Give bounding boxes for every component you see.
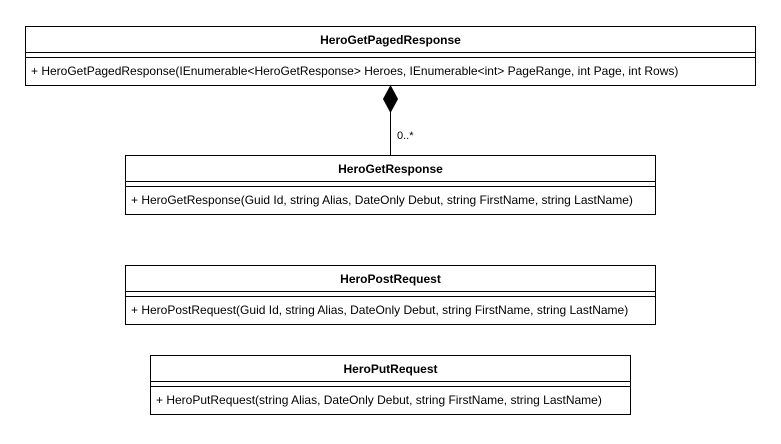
class-hero-put-request[interactable]: HeroPutRequest + HeroPutRequest(string A… — [150, 355, 631, 415]
fields-compartment — [26, 53, 755, 58]
class-hero-get-response[interactable]: HeroGetResponse + HeroGetResponse(Guid I… — [125, 155, 656, 215]
method-constructor: + HeroPostRequest(Guid Id, string Alias,… — [131, 303, 629, 317]
class-name: HeroPutRequest — [151, 356, 630, 382]
class-name: HeroGetPagedResponse — [26, 27, 755, 53]
composition-diamond-icon — [382, 84, 399, 114]
fields-compartment — [151, 382, 630, 387]
method-constructor: + HeroPutRequest(string Alias, DateOnly … — [156, 393, 602, 407]
class-hero-post-request[interactable]: HeroPostRequest + HeroPostRequest(Guid I… — [125, 265, 656, 325]
class-name: HeroGetResponse — [126, 156, 655, 182]
fields-compartment — [126, 182, 655, 187]
method-constructor: + HeroGetPagedResponse(IEnumerable<HeroG… — [31, 64, 679, 78]
multiplicity-label: 0..* — [397, 130, 414, 142]
class-name: HeroPostRequest — [126, 266, 655, 292]
method-constructor: + HeroGetResponse(Guid Id, string Alias,… — [131, 193, 633, 207]
fields-compartment — [126, 292, 655, 297]
class-hero-get-paged-response[interactable]: HeroGetPagedResponse + HeroGetPagedRespo… — [25, 26, 756, 86]
